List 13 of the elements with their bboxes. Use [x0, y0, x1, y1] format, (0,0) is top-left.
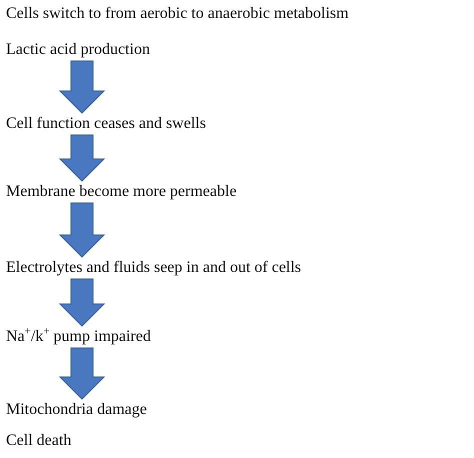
- step-text: Na$^{+}$/k$^{+}$ pump impaired: [6, 327, 151, 347]
- step-text: Electrolytes and fluids seep in and out of cells: [6, 258, 302, 278]
- text-label: Cell death: [6, 431, 72, 451]
- step-text: Lactic acid production: [6, 40, 150, 60]
- block-arrow: [58, 278, 106, 327]
- step-text: Mitochondria damage: [6, 400, 147, 420]
- text-label: Cells switch to from aerobic to anaerobic metabolism: [6, 4, 349, 24]
- block-arrow: [58, 134, 106, 182]
- block-arrow: [58, 348, 106, 400]
- block-arrow: [58, 60, 106, 114]
- step-text: Cell function ceases and swells: [6, 114, 206, 134]
- step-text: Membrane become more permeable: [6, 182, 237, 202]
- block-arrow: [58, 202, 106, 258]
